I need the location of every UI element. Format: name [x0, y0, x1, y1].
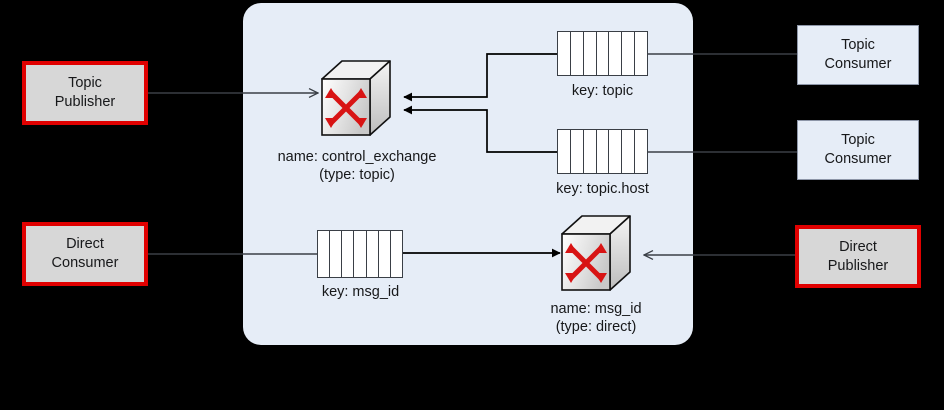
queue-cell [558, 32, 571, 75]
msg-id-exchange-name: name: msg_id [550, 301, 642, 317]
endpoint-topic-consumer-1[interactable]: Topic Consumer [797, 25, 919, 85]
queue-cell [342, 231, 355, 277]
queue-cell [367, 231, 379, 277]
topic-consumer-2-line1: Topic [841, 132, 875, 149]
connector-queue-topic-to-control-exchange [403, 53, 557, 102]
queue-msg-id-label: key: msg_id [321, 284, 400, 300]
queue-cell [622, 130, 636, 173]
connector-queue-topic-host-to-control-exchange [403, 105, 557, 153]
topic-publisher-line1: Topic [68, 75, 102, 92]
msg-id-exchange-type: (type: direct) [555, 319, 637, 336]
control-exchange-name: name: control_exchange [277, 149, 437, 165]
queue-cell [597, 32, 610, 75]
endpoint-direct-consumer[interactable]: Direct Consumer [22, 222, 148, 286]
queue-cell [584, 32, 597, 75]
queue-topic-label: key: topic [571, 83, 634, 99]
queue-cell [609, 130, 623, 173]
caption-control-exchange: name: control_exchange (type: topic) [262, 148, 452, 184]
queue-cell [635, 130, 647, 173]
endpoint-topic-publisher[interactable]: Topic Publisher [22, 61, 148, 125]
queue-topic-host[interactable] [557, 129, 648, 174]
queue-cell [584, 130, 597, 173]
queue-topic-host-label: key: topic.host [556, 181, 649, 197]
queue-cell [635, 32, 647, 75]
queue-cell [330, 231, 343, 277]
queue-cell [571, 130, 584, 173]
direct-publisher-line1: Direct [839, 238, 877, 255]
direct-consumer-line2: Consumer [51, 255, 119, 271]
endpoint-topic-consumer-2[interactable]: Topic Consumer [797, 120, 919, 180]
topic-publisher-line2: Publisher [54, 94, 116, 110]
queue-cell [354, 231, 367, 277]
queue-cell [597, 130, 610, 173]
queue-cell [391, 231, 402, 277]
exchange-icon-msg-id[interactable] [556, 212, 636, 302]
queue-cell [558, 130, 571, 173]
direct-consumer-line1: Direct [66, 236, 104, 253]
topic-consumer-1-line2: Consumer [824, 56, 892, 72]
control-exchange-type: (type: topic) [319, 167, 395, 184]
queue-cell [571, 32, 584, 75]
topic-consumer-2-line2: Consumer [824, 151, 892, 167]
endpoint-direct-publisher[interactable]: Direct Publisher [795, 225, 921, 288]
queue-cell [318, 231, 331, 277]
queue-cell [379, 231, 391, 277]
queue-cell [622, 32, 636, 75]
direct-publisher-line2: Publisher [827, 257, 889, 274]
topic-consumer-1-line1: Topic [841, 37, 875, 54]
queue-msg-id[interactable] [317, 230, 403, 278]
caption-msg-id-exchange: name: msg_id (type: direct) [506, 300, 686, 336]
queue-cell [609, 32, 623, 75]
queue-topic[interactable] [557, 31, 648, 76]
exchange-icon-control-exchange[interactable] [316, 57, 396, 147]
